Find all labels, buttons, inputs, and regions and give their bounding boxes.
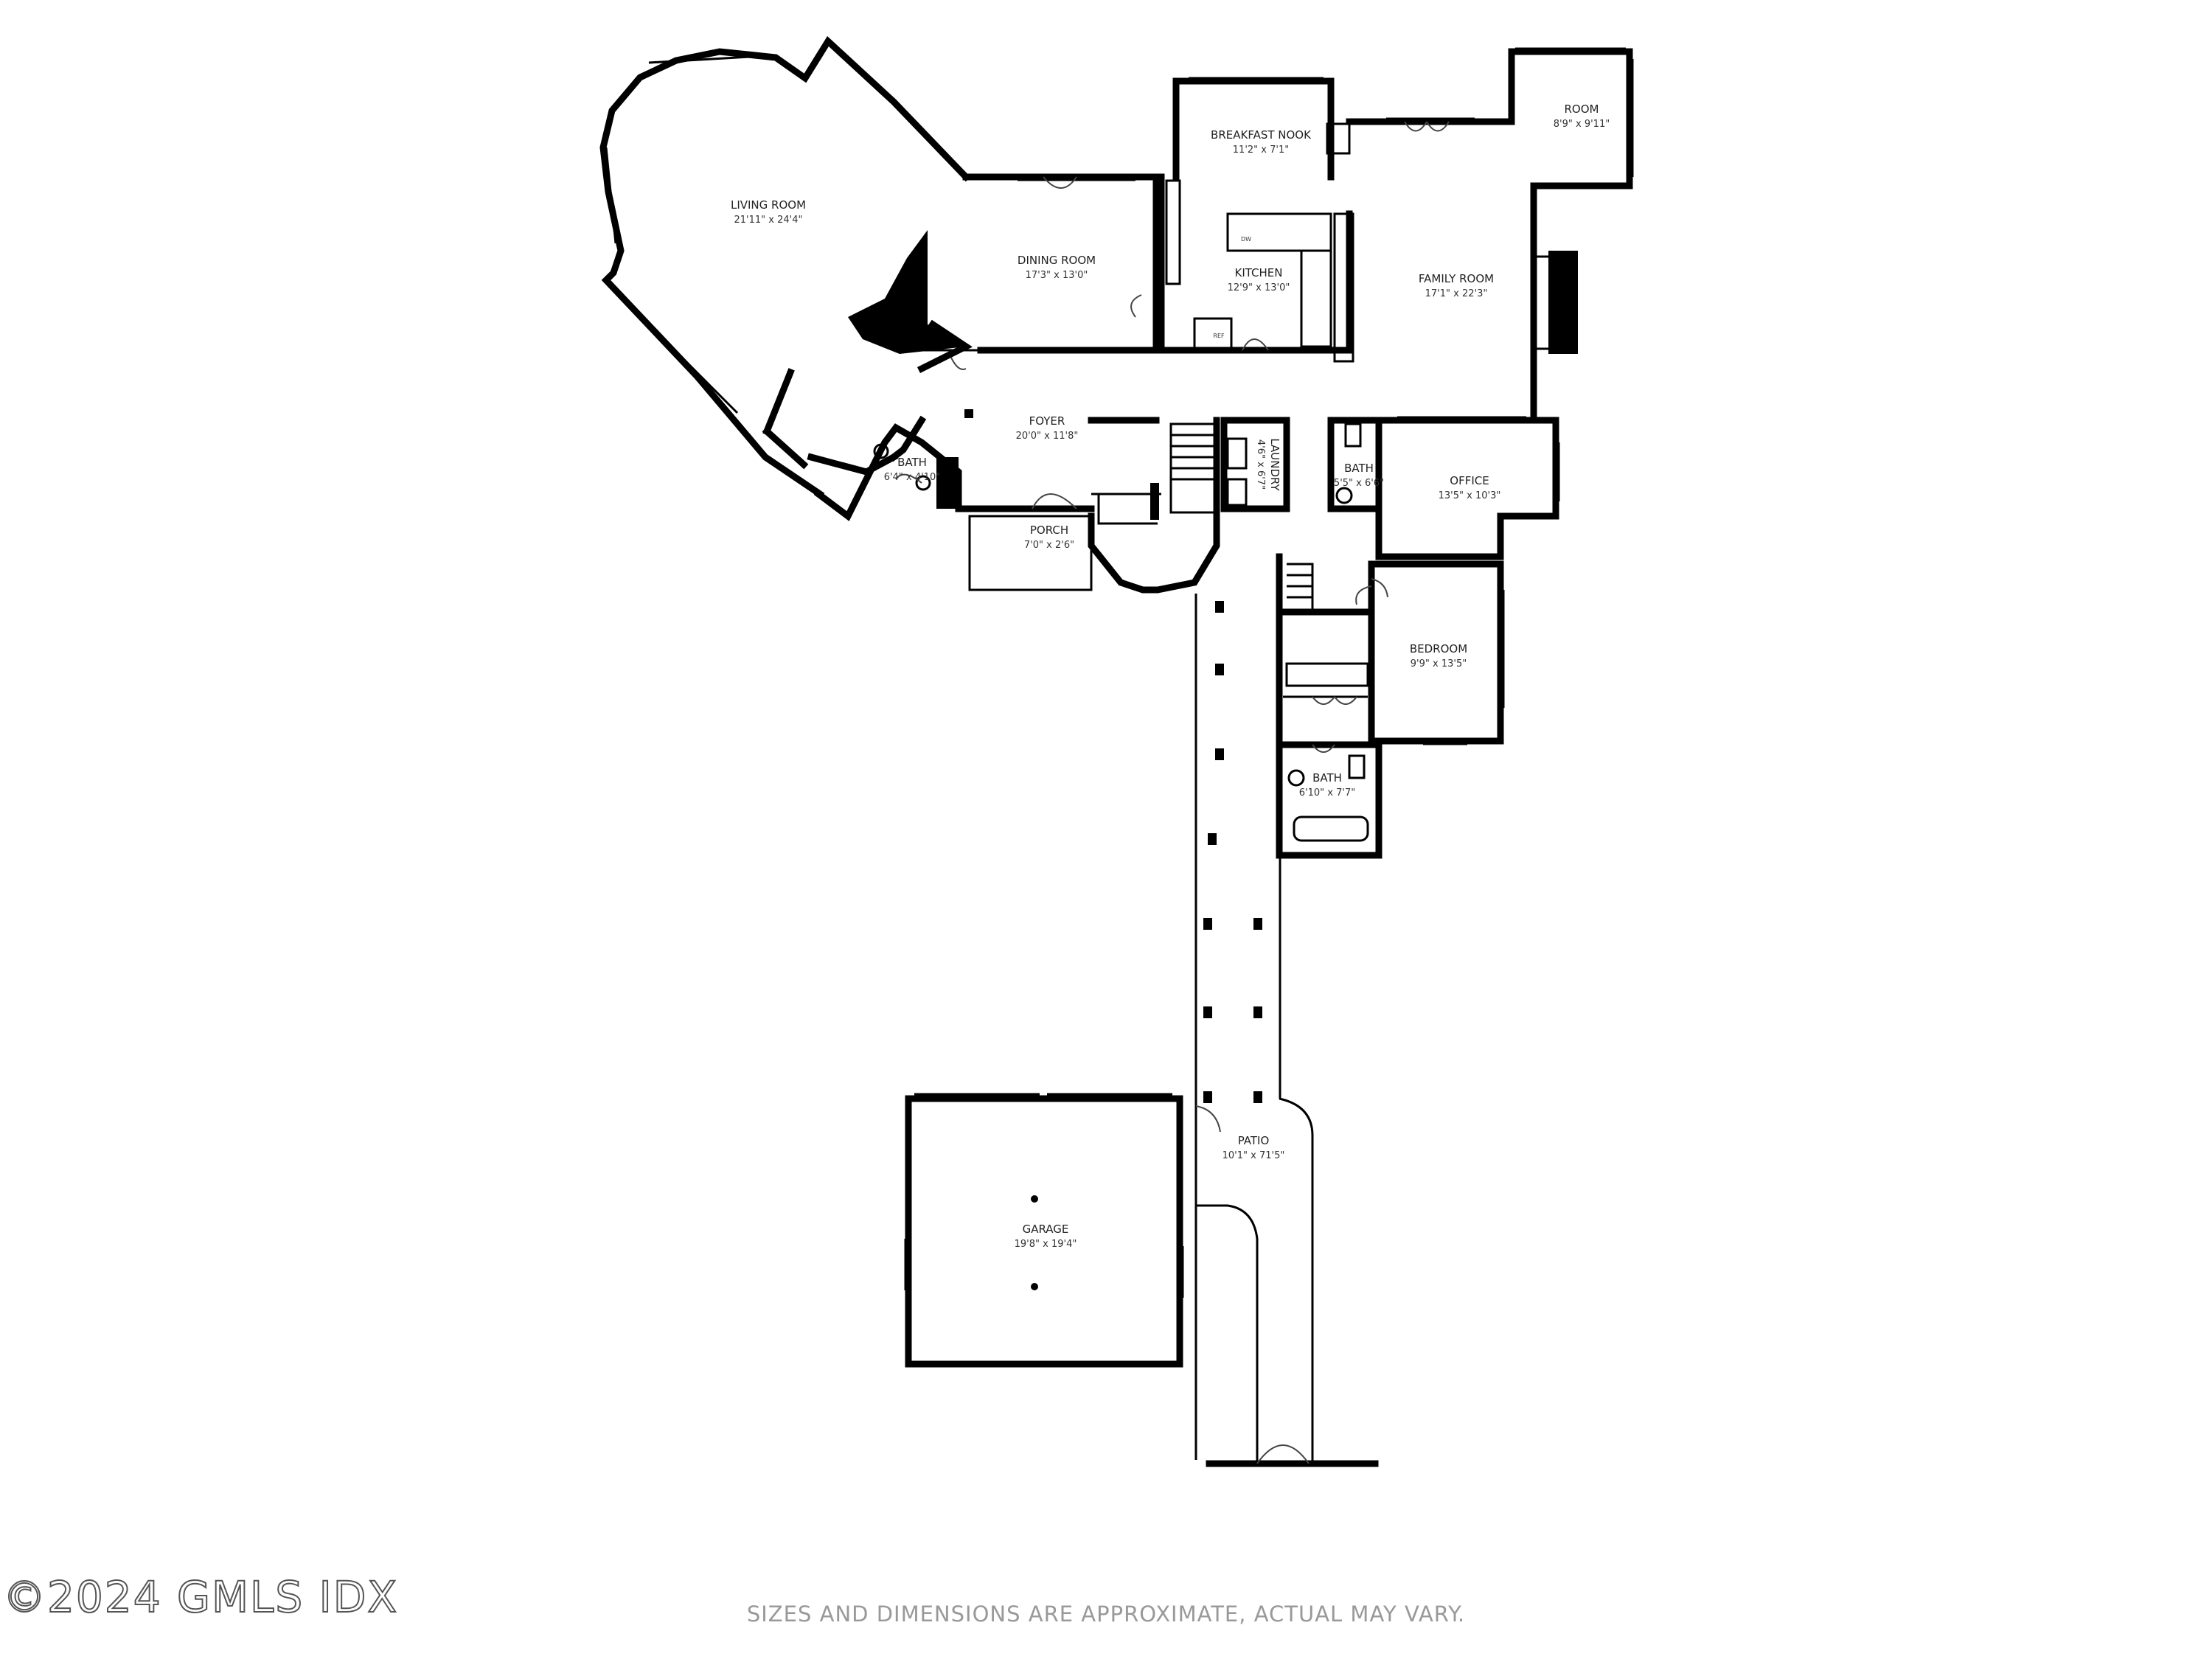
family-room-walls xyxy=(1333,117,1582,424)
watermark: ©2024 GMLS IDX xyxy=(2,1571,399,1623)
svg-text:ROOM: ROOM xyxy=(1565,102,1599,116)
svg-text:13'5" x 10'3": 13'5" x 10'3" xyxy=(1439,490,1501,501)
svg-text:BATH: BATH xyxy=(1344,462,1374,475)
svg-text:19'8" x 19'4": 19'8" x 19'4" xyxy=(1015,1239,1077,1250)
room-label-lower-bath: BATH 6'10" x 7'7" xyxy=(1299,771,1355,799)
svg-text:9'9" x 13'5": 9'9" x 13'5" xyxy=(1411,658,1467,669)
svg-text:4'6" x 6'7": 4'6" x 6'7" xyxy=(1255,439,1266,490)
room-label-foyer-bath: BATH 6'4" x 4'10" xyxy=(884,456,940,483)
svg-text:8'9" x 9'11": 8'9" x 9'11" xyxy=(1554,119,1610,130)
svg-text:PATIO: PATIO xyxy=(1238,1134,1270,1147)
svg-text:6'10" x 7'7": 6'10" x 7'7" xyxy=(1299,787,1355,799)
foyer-walls xyxy=(896,349,1160,512)
garage-walls xyxy=(904,1093,1184,1368)
svg-text:BEDROOM: BEDROOM xyxy=(1410,642,1467,655)
room-walls xyxy=(1508,47,1634,189)
dishwasher-label: DW xyxy=(1241,236,1251,243)
room-label-dining-room: DINING ROOM 17'3" x 13'0" xyxy=(1018,254,1096,281)
svg-text:20'0" x 11'8": 20'0" x 11'8" xyxy=(1016,431,1079,442)
svg-text:LIVING ROOM: LIVING ROOM xyxy=(731,198,806,212)
svg-text:BATH: BATH xyxy=(897,456,927,469)
svg-text:OFFICE: OFFICE xyxy=(1450,474,1489,487)
svg-text:GARAGE: GARAGE xyxy=(1023,1222,1069,1236)
room-label-room: ROOM 8'9" x 9'11" xyxy=(1554,102,1610,130)
room-label-patio: PATIO 10'1" x 71'5" xyxy=(1222,1134,1285,1161)
laundry-walls xyxy=(1220,417,1290,512)
svg-text:BATH: BATH xyxy=(1312,771,1342,785)
room-label-foyer: FOYER 20'0" x 11'8" xyxy=(1016,414,1079,442)
room-label-bedroom: BEDROOM 9'9" x 13'5" xyxy=(1410,642,1467,669)
lower-bath-walls xyxy=(1276,741,1382,859)
svg-text:PORCH: PORCH xyxy=(1030,524,1068,537)
svg-text:10'1" x 71'5": 10'1" x 71'5" xyxy=(1222,1150,1285,1161)
foyer-bath-walls xyxy=(813,423,984,521)
patio xyxy=(1194,594,1379,1467)
room-label-upper-bath: BATH 5'5" x 6'6" xyxy=(1334,462,1384,489)
refrigerator-label: REF xyxy=(1213,333,1225,339)
room-label-family-room: FAMILY ROOM 17'1" x 22'3" xyxy=(1419,272,1494,299)
svg-text:17'3" x 13'0": 17'3" x 13'0" xyxy=(1026,270,1088,281)
office-walls xyxy=(1375,416,1560,560)
room-labels: LIVING ROOM 21'11" x 24'4" DINING ROOM 1… xyxy=(731,102,1610,1250)
kitchen-walls xyxy=(1158,77,1353,354)
svg-text:7'0" x 2'6": 7'0" x 2'6" xyxy=(1024,540,1074,551)
svg-text:12'9" x 13'0": 12'9" x 13'0" xyxy=(1228,282,1290,293)
svg-text:DINING ROOM: DINING ROOM xyxy=(1018,254,1096,267)
room-label-breakfast-nook: BREAKFAST NOOK 11'2" x 7'1" xyxy=(1211,128,1312,156)
svg-text:21'11" x 24'4": 21'11" x 24'4" xyxy=(734,215,803,226)
disclaimer: SIZES AND DIMENSIONS ARE APPROXIMATE, AC… xyxy=(746,1601,1466,1627)
svg-text:5'5" x 6'6": 5'5" x 6'6" xyxy=(1334,478,1384,489)
corridor-walls xyxy=(1276,553,1382,859)
svg-text:11'2" x 7'1": 11'2" x 7'1" xyxy=(1233,145,1289,156)
room-label-garage: GARAGE 19'8" x 19'4" xyxy=(1015,1222,1077,1250)
bedroom-walls xyxy=(1355,560,1505,745)
room-label-living-room: LIVING ROOM 21'11" x 24'4" xyxy=(731,198,806,226)
svg-text:KITCHEN: KITCHEN xyxy=(1235,266,1283,279)
room-label-kitchen: KITCHEN 12'9" x 13'0" xyxy=(1228,266,1290,293)
svg-text:BREAKFAST NOOK: BREAKFAST NOOK xyxy=(1211,128,1312,142)
svg-text:17'1" x 22'3": 17'1" x 22'3" xyxy=(1425,288,1488,299)
svg-text:FOYER: FOYER xyxy=(1029,414,1065,428)
svg-text:FAMILY ROOM: FAMILY ROOM xyxy=(1419,272,1494,285)
svg-text:6'4" x 4'10": 6'4" x 4'10" xyxy=(884,472,940,483)
fireplace xyxy=(848,230,973,374)
room-label-office: OFFICE 13'5" x 10'3" xyxy=(1439,474,1501,501)
porch xyxy=(968,417,1220,594)
room-label-laundry: LAUNDRY 4'6" x 6'7" xyxy=(1255,438,1281,491)
room-label-porch: PORCH 7'0" x 2'6" xyxy=(1024,524,1074,551)
svg-text:LAUNDRY: LAUNDRY xyxy=(1268,438,1281,491)
